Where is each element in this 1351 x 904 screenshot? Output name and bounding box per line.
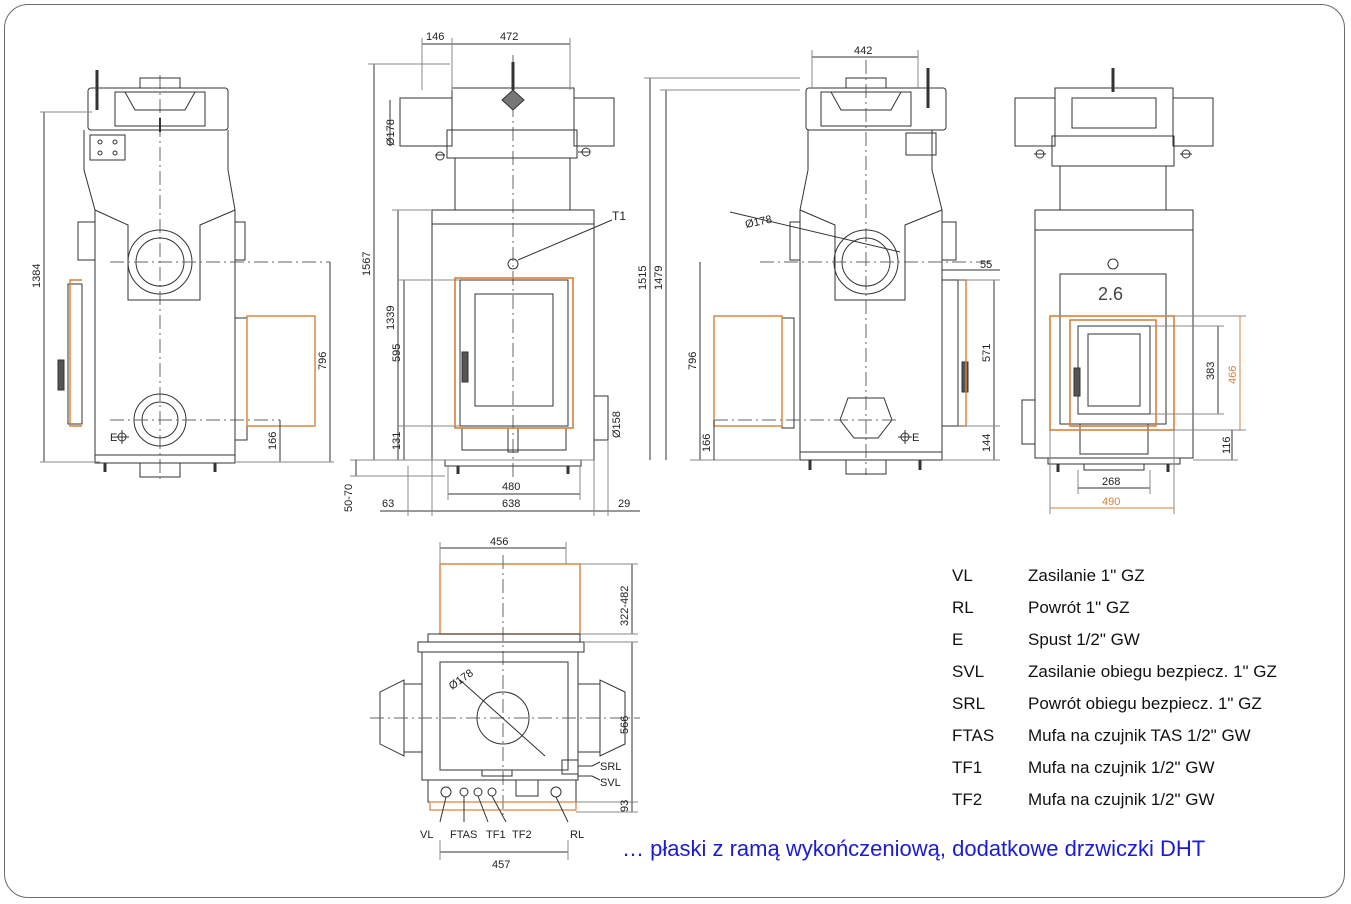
dim-1384: 1384	[31, 264, 43, 288]
dim-146: 146	[426, 31, 444, 43]
legend-desc: Mufa na czujnik 1/2" GW	[1028, 758, 1215, 777]
legend-code: SVL	[952, 662, 985, 681]
dim-638: 638	[502, 498, 520, 510]
legend-desc: Powrót obiegu bezpiecz. 1" GZ	[1028, 694, 1262, 713]
side-left-orange-frames	[69, 279, 316, 427]
drain-mark-right: E	[912, 432, 919, 444]
front-door-dimensions	[1049, 315, 1246, 514]
legend-desc: Spust 1/2" GW	[1028, 630, 1140, 649]
dim-595: 595	[391, 344, 403, 362]
door-mark: 2.6	[1098, 284, 1123, 304]
sheet-frame	[4, 4, 1345, 898]
legend-row: RL Powrót 1" GZ	[952, 592, 1277, 624]
legend-row: FTAS Mufa na czujnik TAS 1/2" GW	[952, 720, 1277, 752]
legend-row: E Spust 1/2" GW	[952, 624, 1277, 656]
conn-tf2: TF2	[512, 829, 532, 841]
dim-55: 55	[980, 259, 992, 271]
legend: VL Zasilanie 1" GZ RL Powrót 1" GZ E Spust 1/…	[952, 560, 1277, 816]
side-left-dimensions	[40, 111, 334, 463]
dim-442: 442	[854, 45, 872, 57]
legend-code: E	[952, 630, 964, 649]
legend-code: RL	[952, 598, 974, 617]
dim-116: 116	[1221, 436, 1233, 454]
drain-mark-left: E	[110, 432, 117, 444]
dim-166-right: 166	[701, 434, 713, 452]
legend-code: SRL	[952, 694, 986, 713]
legend-code: VL	[952, 566, 973, 585]
legend-desc: Zasilanie 1" GZ	[1028, 566, 1145, 585]
top-view	[370, 555, 640, 823]
side-view-right	[714, 60, 990, 475]
legend-desc: Powrót 1" GZ	[1028, 598, 1130, 617]
conn-rl: RL	[570, 829, 584, 841]
front-door-view	[1014, 68, 1214, 472]
dim-268: 268	[1102, 476, 1120, 488]
front-view	[399, 55, 615, 480]
legend-desc: Mufa na czujnik 1/2" GW	[1028, 790, 1215, 809]
dim-1515: 1515	[637, 266, 649, 290]
front-orange-frame	[454, 277, 574, 429]
dim-131: 131	[391, 432, 403, 450]
dim-1479: 1479	[653, 266, 665, 290]
legend-row: SVL Zasilanie obiegu bezpiecz. 1" GZ	[952, 656, 1277, 688]
legend-row: TF1 Mufa na czujnik 1/2" GW	[952, 752, 1277, 784]
front-dimensions	[350, 38, 640, 516]
dim-29: 29	[618, 498, 630, 510]
dim-571: 571	[981, 344, 993, 362]
legend-row: SRL Powrót obiegu bezpiecz. 1" GZ	[952, 688, 1277, 720]
dia-158: Ø158	[611, 411, 623, 438]
dim-457: 457	[492, 859, 510, 871]
legend-code: FTAS	[952, 726, 995, 745]
top-view-dimensions	[439, 542, 638, 860]
side-right-dimensions	[644, 50, 1000, 461]
dim-383: 383	[1205, 362, 1217, 380]
legend-desc: Zasilanie obiegu bezpiecz. 1" GZ	[1028, 662, 1277, 681]
dia-178-side: Ø178	[744, 214, 773, 231]
legend-row: TF2 Mufa na czujnik 1/2" GW	[952, 784, 1277, 816]
dim-166-left: 166	[267, 432, 279, 450]
legend-row: VL Zasilanie 1" GZ	[952, 560, 1277, 592]
side-view-left	[57, 70, 330, 480]
dim-490: 490	[1102, 496, 1120, 508]
legend-code: TF2	[952, 790, 983, 809]
label-t1: T1	[612, 209, 626, 223]
dim-63: 63	[382, 498, 394, 510]
caption: … płaski z ramą wykończeniową, dodatkowe…	[622, 836, 1206, 861]
conn-vl: VL	[420, 829, 433, 841]
legend-code: TF1	[952, 758, 983, 777]
dim-50-70: 50-70	[343, 484, 355, 512]
conn-ftas: FTAS	[450, 829, 477, 841]
dia-178-top: Ø178	[447, 667, 476, 692]
dim-566: 566	[619, 716, 631, 734]
dim-466: 466	[1227, 366, 1239, 384]
dim-144: 144	[981, 434, 993, 452]
conn-tf1: TF1	[486, 829, 506, 841]
dim-93: 93	[619, 800, 631, 812]
dim-1339: 1339	[385, 306, 397, 330]
dia-178-front: Ø178	[385, 119, 397, 146]
dim-322-482: 322-482	[619, 586, 631, 626]
front-door-orange-frame	[1049, 315, 1175, 431]
dim-796-left: 796	[317, 352, 329, 370]
legend-desc: Mufa na czujnik TAS 1/2" GW	[1028, 726, 1251, 745]
dim-796-right: 796	[687, 352, 699, 370]
dim-472: 472	[500, 31, 518, 43]
dim-480: 480	[502, 481, 520, 493]
side-right-orange-frames	[713, 279, 967, 427]
conn-svl: SVL	[600, 777, 621, 789]
dim-1567: 1567	[361, 252, 373, 276]
dim-456: 456	[490, 536, 508, 548]
conn-srl: SRL	[600, 761, 621, 773]
